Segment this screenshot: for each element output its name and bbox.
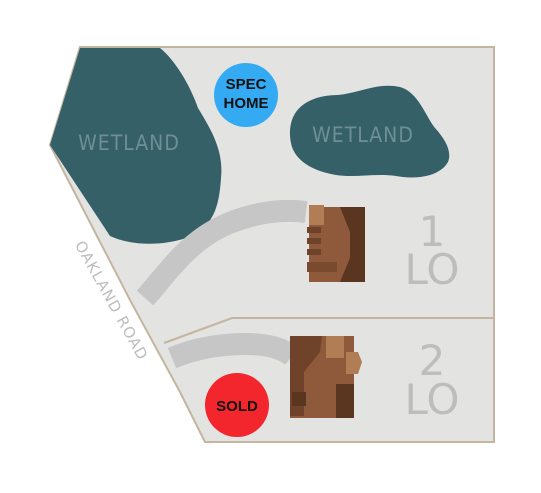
lot-2-code: LO [405, 375, 460, 424]
wetland-right[interactable] [289, 85, 450, 178]
spec-home-badge-line1: SPEC [226, 76, 267, 93]
driveway-lot-1 [136, 199, 308, 306]
spec-home-badge-line2: HOME [224, 95, 269, 112]
driveway-lot-2 [167, 332, 299, 369]
wetland-left[interactable] [50, 48, 222, 244]
spec-home-badge[interactable]: SPEC HOME [214, 63, 278, 127]
house-lot-2[interactable] [290, 336, 362, 418]
house-lot-1[interactable] [307, 205, 365, 282]
sold-badge-text: SOLD [216, 398, 258, 415]
sold-badge[interactable]: SOLD [205, 373, 269, 437]
lot-1-code: LO [405, 245, 460, 294]
wetland-label-right: WETLAND [312, 123, 414, 147]
lot-divider [163, 317, 494, 344]
lot-2-number: 2 [419, 336, 446, 385]
lot-1-number: 1 [419, 207, 446, 256]
wetland-label-left: WETLAND [78, 131, 180, 155]
